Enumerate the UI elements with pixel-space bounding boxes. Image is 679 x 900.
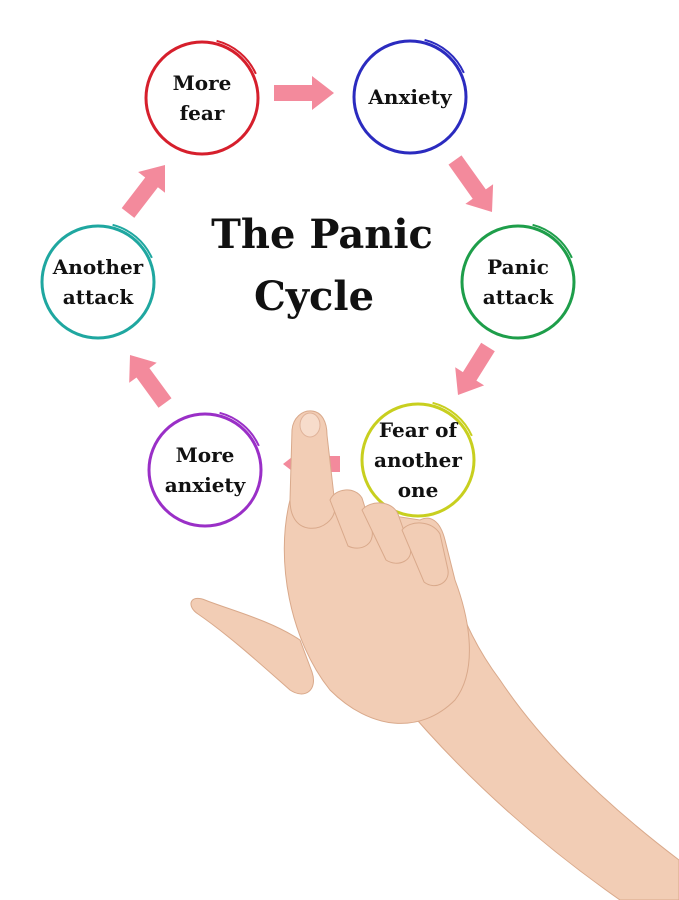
node-label-line: Panic — [487, 255, 549, 279]
node-label-line: attack — [63, 285, 135, 309]
node-swash — [424, 38, 465, 74]
node-label-line: Fear of — [379, 418, 459, 442]
little-finger-shape — [401, 522, 449, 586]
diagram-title: The Panic Cycle — [211, 211, 433, 320]
cycle-arrow-6 — [121, 165, 165, 218]
cycle-arrow-5 — [129, 355, 172, 408]
cycle-arrow-2 — [448, 155, 494, 212]
pointing-hand-image — [190, 410, 679, 900]
cycle-node-anxiety: Anxiety — [352, 38, 468, 155]
cycle-node-panic-attack: Panic attack — [460, 223, 576, 340]
fingernail-shape — [299, 412, 321, 438]
cycle-node-fear-of-another-one: Fear of another one — [360, 401, 476, 518]
title-line-2: Cycle — [254, 273, 374, 320]
node-circle — [460, 224, 576, 340]
cycle-node-more-fear: More fear — [144, 39, 260, 156]
node-label-line: Anxiety — [367, 85, 453, 109]
node-swash — [112, 223, 153, 259]
cycle-arrow-1 — [274, 76, 334, 110]
node-swash — [532, 223, 573, 259]
node-label-line: fear — [180, 101, 225, 125]
node-circle — [40, 224, 156, 340]
node-circle — [352, 39, 468, 155]
node-label-line: one — [398, 478, 439, 502]
node-swash — [219, 411, 260, 447]
node-circle — [144, 40, 260, 156]
node-label-line: More — [173, 71, 232, 95]
thumb-shape — [190, 598, 314, 695]
cycle-node-more-anxiety: More anxiety — [147, 411, 263, 528]
node-label-line: anxiety — [165, 473, 247, 497]
cycle-node-another-attack: Another attack — [40, 223, 156, 340]
node-label-line: Another — [52, 255, 144, 279]
node-circle — [147, 412, 263, 528]
title-line-1: The Panic — [211, 211, 433, 258]
node-swash — [216, 39, 257, 75]
cycle-arrow-3 — [455, 342, 495, 395]
node-label-line: another — [374, 448, 462, 472]
node-circle — [360, 402, 476, 518]
node-swash — [432, 401, 473, 437]
node-label-line: More — [176, 443, 235, 467]
node-label-line: attack — [483, 285, 555, 309]
